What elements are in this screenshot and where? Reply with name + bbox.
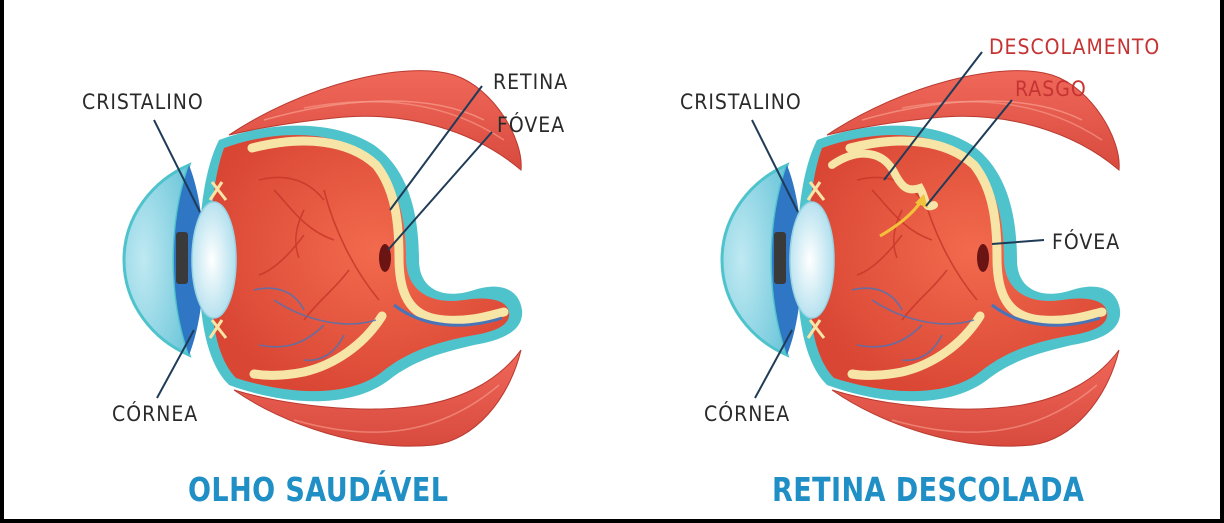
left-label-cristalino: CRISTALINO xyxy=(82,90,204,114)
left-diagram-title: OLHO SAUDÁVEL xyxy=(188,470,448,509)
right-label-cornea: CÓRNEA xyxy=(704,402,790,426)
left-label-retina: RETINA xyxy=(493,70,568,94)
right-label-descolamento: DESCOLAMENTO xyxy=(989,35,1160,59)
right-label-rasgo: RASGO xyxy=(1015,77,1087,101)
left-label-cornea: CÓRNEA xyxy=(112,402,198,426)
detached-retina-eye-illustration xyxy=(722,71,1120,446)
right-label-cristalino: CRISTALINO xyxy=(680,90,802,114)
right-diagram-title: RETINA DESCOLADA xyxy=(772,470,1084,509)
left-label-fovea: FÓVEA xyxy=(497,113,565,137)
right-label-fovea: FÓVEA xyxy=(1052,230,1120,254)
healthy-eye-illustration xyxy=(124,71,522,446)
